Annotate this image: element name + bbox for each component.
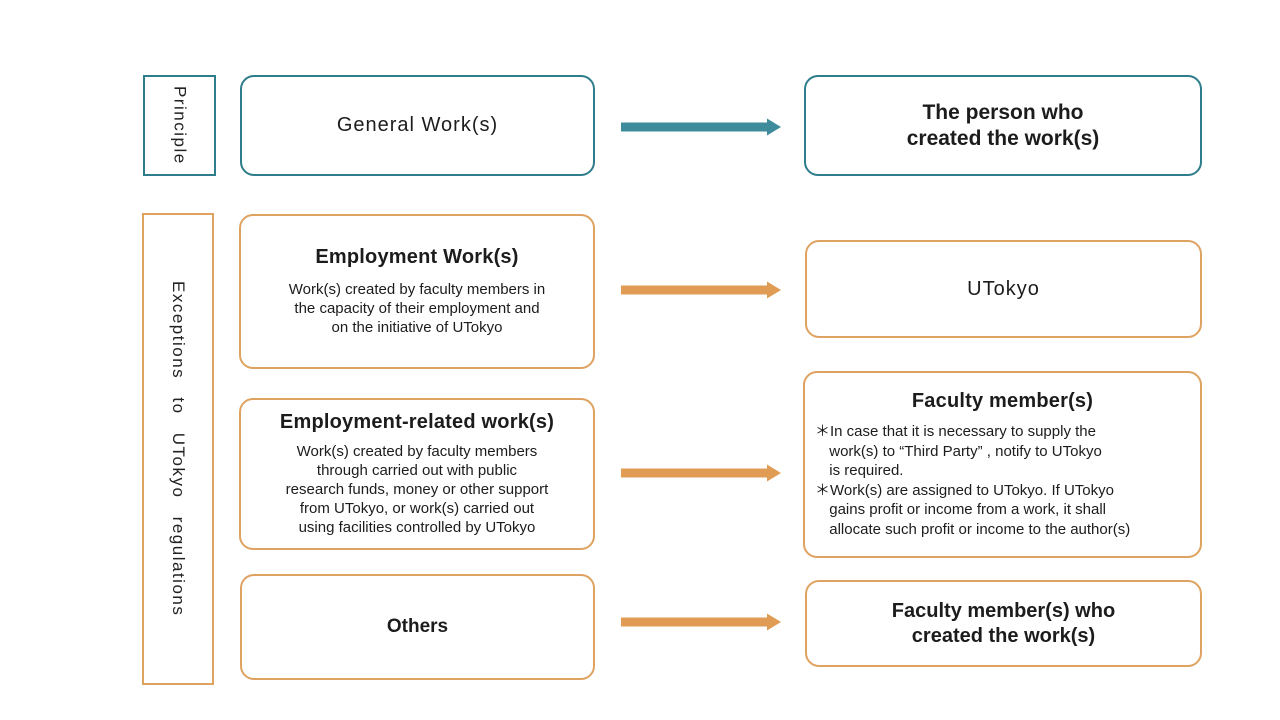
arrow-employment-to-utokyo: [621, 275, 781, 305]
arrow-others-to-faculty-creator: [621, 607, 781, 637]
employment-works-title: Employment Work(s): [315, 246, 519, 268]
utokyo-title: UTokyo: [967, 277, 1040, 300]
faculty-note-third-party: ＊In case that it is necessary to supply …: [815, 423, 1102, 479]
employment-related-title: Employment-related work(s): [279, 411, 555, 433]
general-works-title: General Work(s): [336, 114, 499, 136]
box-others: Others: [240, 574, 595, 680]
faculty-members-notes: ＊In case that it is necessary to supply …: [815, 422, 1190, 539]
box-faculty-members: Faculty member(s) ＊In case that it is ne…: [803, 371, 1202, 558]
faculty-note-assignment: ＊Work(s) are assigned to UTokyo. If UTok…: [815, 481, 1131, 538]
arrow-related-to-faculty: [621, 458, 781, 488]
exceptions-label: Exceptions to UTokyo regulations: [169, 281, 188, 617]
principle-label: Principle: [170, 86, 190, 165]
right-arrow-icon: [621, 281, 781, 299]
box-employment-works: Employment Work(s) Work(s) created by fa…: [239, 214, 595, 369]
exceptions-label-box: Exceptions to UTokyo regulations: [142, 213, 214, 685]
right-arrow-icon: [621, 464, 781, 482]
box-general-works: General Work(s): [240, 75, 595, 176]
principle-label-box: Principle: [143, 75, 216, 176]
right-arrow-icon: [621, 118, 781, 136]
arrow-general-to-creator: [621, 112, 781, 142]
box-employment-related-works: Employment-related work(s) Work(s) creat…: [239, 398, 595, 550]
box-utokyo: UTokyo: [805, 240, 1202, 338]
faculty-members-title: Faculty member(s): [911, 390, 1094, 412]
right-arrow-icon: [621, 613, 781, 631]
others-title: Others: [386, 616, 449, 637]
